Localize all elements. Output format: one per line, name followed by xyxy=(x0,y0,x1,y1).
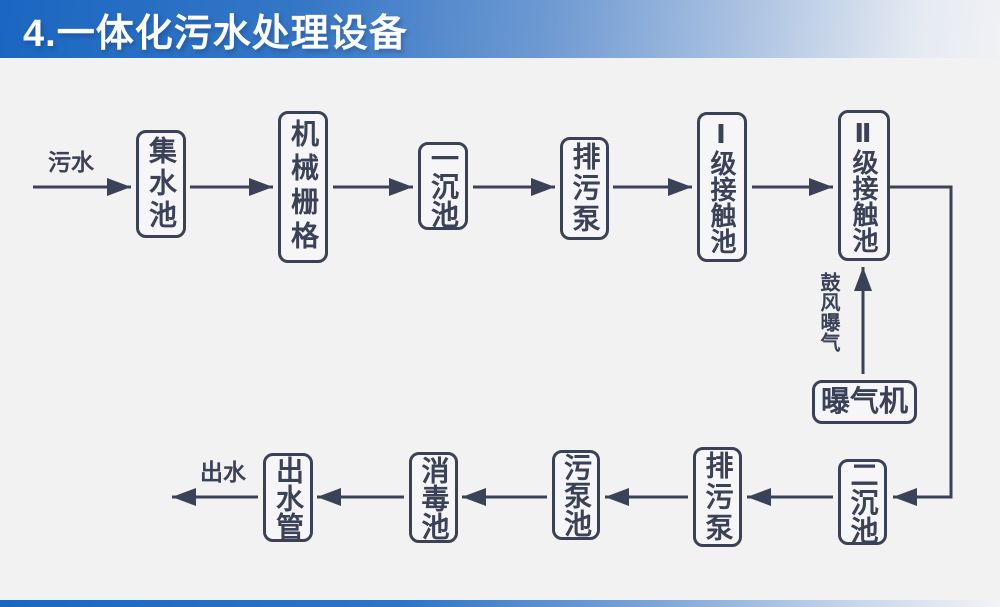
node-level2-contact-tank-label: Ⅱ级接触池 xyxy=(849,118,879,253)
node-sewage-pump-bottom: 排污泵 xyxy=(693,447,742,547)
title-bar: 4.一体化污水处理设备 xyxy=(0,0,1000,58)
outlet-label: 出水 xyxy=(200,459,246,485)
arrow-level2-to-secondary-sedimentation xyxy=(890,185,953,506)
node-level1-contact-tank-label: Ⅰ级接触池 xyxy=(707,120,737,254)
page-title: 4.一体化污水处理设备 xyxy=(23,12,408,55)
bottom-accent-bar xyxy=(0,600,1000,607)
inlet-label: 污水 xyxy=(48,149,94,175)
node-sewage-pump-top-label: 排污泵 xyxy=(569,142,601,235)
node-sludge-pump-tank: 污泵池 xyxy=(552,450,600,540)
node-level2-contact-tank: Ⅱ级接触池 xyxy=(838,110,890,261)
node-disinfection-tank: 消毒池 xyxy=(409,452,458,543)
node-disinfection-tank-label: 消毒池 xyxy=(418,455,450,540)
node-outlet-pipe: 出水管 xyxy=(263,453,313,542)
aeration-label: 鼓风曝气 xyxy=(817,272,839,352)
node-collecting-tank: 集水池 xyxy=(136,130,186,238)
node-primary-sedimentation-tank: 一沉池 xyxy=(418,142,468,230)
node-outlet-pipe-label: 出水管 xyxy=(273,455,304,540)
node-aerator-label: 曝气机 xyxy=(820,385,908,418)
node-mechanical-grid: 机械栅格 xyxy=(278,111,328,263)
node-aerator: 曝气机 xyxy=(812,380,917,424)
node-secondary-sedimentation-tank: 二沉池 xyxy=(838,459,887,545)
node-sewage-pump-top: 排污泵 xyxy=(560,137,609,240)
node-mechanical-grid-label: 机械栅格 xyxy=(288,119,319,255)
node-sludge-pump-tank-label: 污泵池 xyxy=(561,453,592,537)
node-level1-contact-tank: Ⅰ级接触池 xyxy=(697,112,747,262)
node-sewage-pump-bottom-label: 排污泵 xyxy=(702,450,734,544)
node-primary-sedimentation-tank-label: 一沉池 xyxy=(428,144,459,228)
node-secondary-sedimentation-tank-label: 二沉池 xyxy=(847,460,879,544)
node-collecting-tank-label: 集水池 xyxy=(146,136,177,232)
